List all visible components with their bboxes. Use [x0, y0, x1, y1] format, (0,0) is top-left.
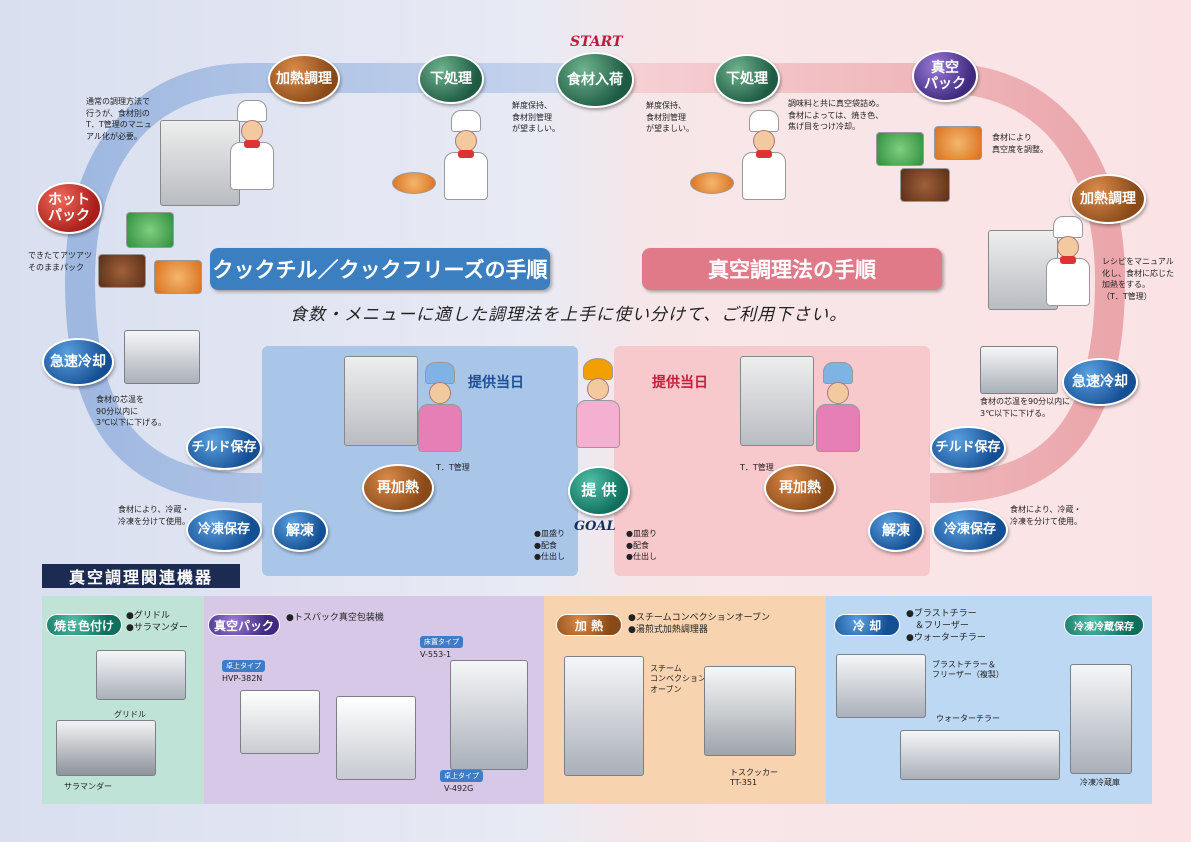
left-step-chilled: チルド保存: [186, 426, 262, 470]
left-step-prep: 下処理: [418, 54, 484, 104]
note-right-cool: 食材の芯温を90分以内に 3℃以下に下げる。: [980, 397, 1071, 418]
caption-freezer-fridge: 冷凍冷蔵庫: [1080, 778, 1120, 787]
caption-salamander: サラマンダー: [64, 782, 112, 791]
equipment-list-cool: ●ブラストチラー ＆フリーザー ●ウォーターチラー: [906, 609, 986, 644]
note-left-hotpack: できたてアツアツ そのままパック: [28, 251, 92, 272]
food-pack-green-right: [876, 132, 924, 166]
griddle-image: [96, 650, 186, 700]
equipment-tag-cool: 冷 却: [834, 614, 900, 636]
equipment-tag-heat: 加 熱: [556, 614, 622, 636]
right-step-prep: 下処理: [714, 54, 780, 104]
service-day-left: 提供当日: [468, 375, 524, 391]
center-top-badge: 食材入荷: [556, 52, 634, 108]
vacuum-packer-v492-image: [336, 696, 416, 780]
right-title: 真空調理法の手順: [642, 248, 942, 290]
equipment-tag-storage: 冷凍冷蔵保存: [1064, 614, 1144, 636]
left-title: クックチル／クックフリーズの手順: [210, 248, 550, 290]
oven-service-right: [740, 356, 814, 446]
caption-tos-cooker: トスクッカー TT-351: [730, 768, 778, 788]
note-left-cool: 食材の芯温を 90分以内に 3℃以下に下げる。: [96, 395, 167, 428]
tos-cooker-image: [704, 666, 796, 756]
food-pack-brown-left: [98, 254, 146, 288]
vacuum-type3-model: V-492G: [444, 784, 474, 793]
right-step-vacpack: 真空 パック: [912, 50, 978, 102]
note-left-frozen: 食材により、冷蔵・ 冷凍を分けて使用。: [118, 505, 190, 526]
note-right-prep: 鮮度保持、 食材別管理 が望ましい。: [646, 101, 694, 134]
note-right-vacpack: 食材により 真空度を調整。: [992, 133, 1048, 154]
oven-service-left: [344, 356, 418, 446]
center-bottom-badge: 提 供: [568, 466, 630, 516]
right-step-reheat: 再加熱: [764, 464, 836, 512]
food-pack-orange-right: [934, 126, 982, 160]
chef-illustration-left-heat: [222, 100, 282, 190]
left-step-thaw: 解凍: [272, 510, 328, 552]
chef-illustration-left-prep: [436, 110, 496, 200]
left-step-frozen: 冷凍保存: [186, 508, 262, 552]
right-step-chilled: チルド保存: [930, 426, 1006, 470]
food-bowl-left: [392, 172, 436, 194]
right-step-quick-cool: 急速冷却: [1062, 358, 1138, 406]
server-illustration-center: [568, 358, 628, 448]
water-chiller-image: [900, 730, 1060, 780]
goal-label: GOAL: [574, 519, 616, 534]
chef-illustration-right-heat: [1038, 216, 1098, 306]
vacuum-type1-tag: 卓上タイプ: [222, 660, 265, 672]
note-left-prep: 鮮度保持、 食材別管理 が望ましい。: [512, 101, 560, 134]
food-pack-brown-right: [900, 168, 950, 202]
note-right-heat: レシピをマニュアル 化し、食材に応じた 加熱をする。 （T．T管理）: [1102, 257, 1174, 301]
staff-illustration-left: [410, 362, 470, 452]
right-step-heat: 加熱調理: [1070, 174, 1146, 224]
blast-chiller-illustration-left: [124, 330, 200, 384]
vacuum-packer-v553-image: [450, 660, 528, 770]
caption-steam-oven: スチーム コンベクション オーブン: [650, 664, 706, 694]
right-step-frozen: 冷凍保存: [932, 508, 1008, 552]
equipment-list-vacuum: ●トスパック真空包装機: [286, 613, 384, 623]
equipment-list-grill: ●グリドル ●サラマンダー: [126, 611, 188, 634]
note-right-frozen: 食材により、冷蔵・ 冷凍を分けて使用。: [1010, 505, 1082, 526]
vacuum-type1-model: HVP-382N: [222, 674, 263, 683]
blast-chiller-image: [836, 654, 926, 718]
vacuum-type2-tag: 床置タイプ: [420, 636, 463, 648]
freezer-fridge-image: [1070, 664, 1132, 774]
vacuum-type2-model: V-553-1: [420, 650, 452, 659]
caption-griddle: グリドル: [114, 710, 146, 719]
note-left-heat: 通常の調理方法で 行うが、食材別の T．T管理のマニュ アル化が必要。: [86, 97, 152, 141]
left-step-heat: 加熱調理: [268, 54, 340, 104]
vacuum-type3-tag: 卓上タイプ: [440, 770, 483, 782]
vacuum-packer-hvp-image: [240, 690, 320, 754]
service-day-right: 提供当日: [652, 375, 708, 391]
equipment-tag-vacuum: 真空パック: [208, 614, 280, 636]
note-tt-right: T．T管理: [740, 463, 774, 472]
food-pack-orange-left: [154, 260, 202, 294]
oven-illustration-left-top: [160, 120, 240, 206]
blast-chiller-illustration-right: [980, 346, 1058, 394]
food-bowl-right: [690, 172, 734, 194]
left-step-hotpack: ホット パック: [36, 182, 102, 234]
caption-blast-chiller: ブラストチラー＆ フリーザー（複製）: [932, 660, 1004, 680]
note-serve-right: ●皿盛り ●配食 ●仕出し: [626, 529, 657, 562]
note-right-prep2: 調味料と共に真空袋詰め。 食材によっては、焼き色、 焦げ目をつけ冷却。: [788, 99, 884, 132]
equipment-tag-grill: 焼き色付け: [46, 614, 122, 636]
right-step-thaw: 解凍: [868, 510, 924, 552]
note-serve-left: ●皿盛り ●配食 ●仕出し: [534, 529, 565, 562]
note-tt-left: T．T管理: [436, 463, 470, 472]
salamander-image: [56, 720, 156, 776]
start-label: START: [570, 34, 623, 50]
food-pack-green-left: [126, 212, 174, 248]
steam-convection-oven-image: [564, 656, 644, 776]
left-step-quick-cool: 急速冷却: [42, 338, 114, 386]
left-step-reheat: 再加熱: [362, 464, 434, 512]
staff-illustration-right: [808, 362, 868, 452]
caption-water-chiller: ウォーターチラー: [936, 714, 1000, 723]
chef-illustration-right-prep: [734, 110, 794, 200]
equipment-title: 真空調理関連機器: [42, 564, 240, 588]
equipment-list-heat: ●スチームコンベクションオーブン ●湯煎式加熱調理器: [628, 613, 771, 636]
slogan: 食数・メニューに適した調理法を上手に使い分けて、ご利用下さい。: [290, 305, 848, 325]
